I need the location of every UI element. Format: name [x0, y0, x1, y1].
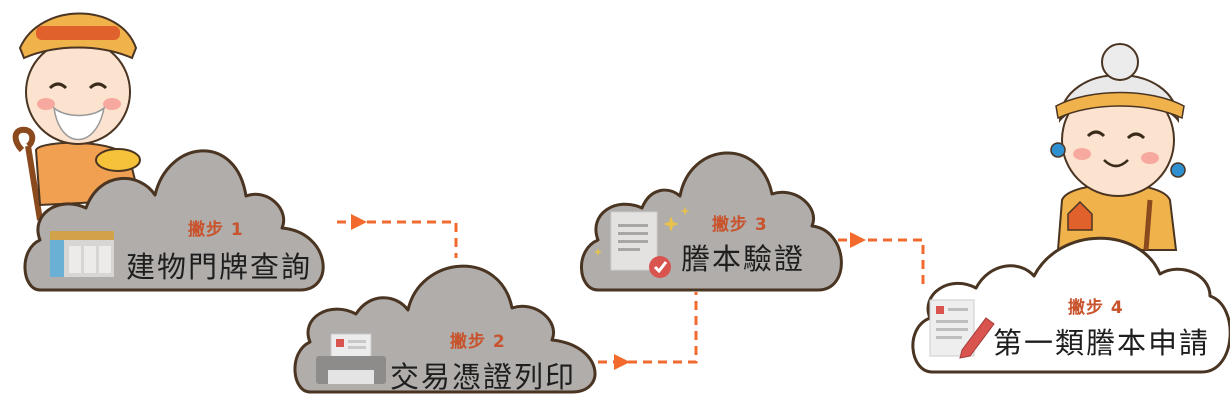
step-4-title[interactable]: 第一類謄本申請: [993, 326, 1211, 360]
lady-mascot-right: [1050, 43, 1186, 251]
step-1-title[interactable]: 建物門牌查詢: [126, 250, 313, 284]
document-check-icon: [594, 206, 690, 278]
step-3-label: 撇步 3: [712, 215, 768, 235]
step-3-title[interactable]: 謄本驗證: [681, 242, 806, 276]
step-2-label: 撇步 2: [450, 332, 506, 352]
step-2-title[interactable]: 交易憑證列印: [390, 360, 577, 394]
printer-icon: [316, 333, 386, 384]
connector-3-4: [838, 232, 925, 290]
connector-1-2: [337, 214, 458, 258]
document-edit-icon: [929, 299, 995, 359]
step-1-label: 撇步 1: [188, 220, 244, 240]
connector-2-3: [598, 292, 698, 370]
table-icon: [50, 231, 114, 277]
elder-mascot-left: [12, 12, 142, 221]
step-4-label: 撇步 4: [1068, 298, 1124, 318]
